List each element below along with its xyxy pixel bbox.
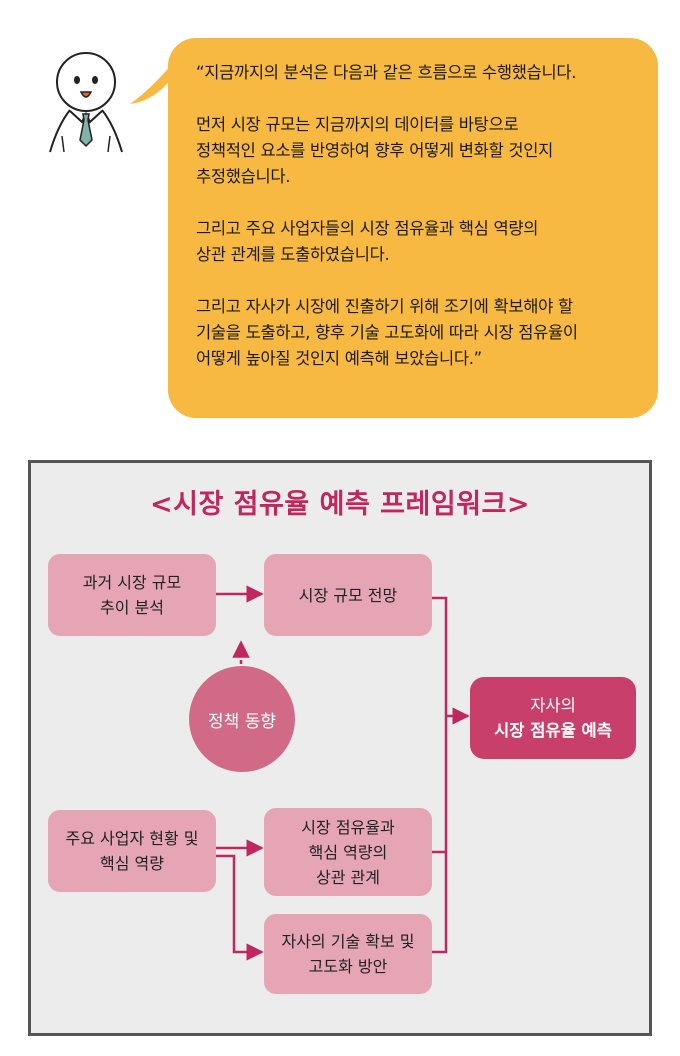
circle-policy-trend: 정책 동향	[189, 666, 295, 772]
box-market-share-forecast: 자사의 시장 점유율 예측	[470, 677, 636, 759]
result-line1: 자사의	[530, 693, 576, 718]
line-outlook-to-result	[432, 598, 446, 952]
result-line2: 시장 점유율 예측	[494, 718, 612, 743]
box-share-capability-correlation: 시장 점유율과 핵심 역량의 상관 관계	[264, 808, 432, 896]
box-market-outlook: 시장 규모 전망	[264, 554, 432, 636]
box-players-capability: 주요 사업자 현황 및 핵심 역량	[48, 810, 216, 892]
box-tech-securing-plan: 자사의 기술 확보 및 고도화 방안	[264, 914, 432, 994]
arrow-players-to-tech	[216, 856, 262, 952]
box-past-market-trend: 과거 시장 규모 추이 분석	[48, 554, 216, 636]
